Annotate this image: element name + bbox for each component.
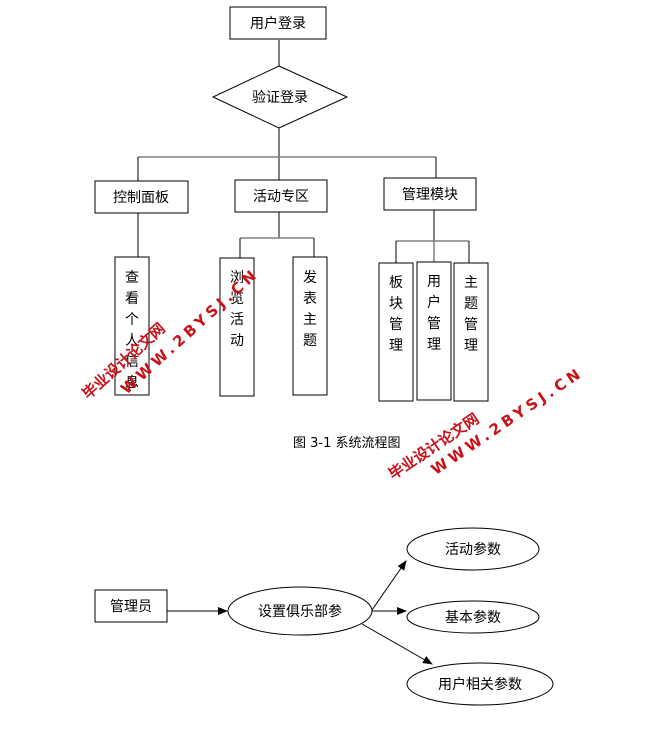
module-label: 管理模块	[402, 187, 458, 203]
actor-node-admin[interactable]: 管理员	[94, 589, 168, 623]
label-char: 理	[464, 338, 478, 354]
label-char: 活	[230, 312, 244, 328]
module-node-management[interactable]: 管理模块	[383, 177, 477, 211]
child-node-board-management[interactable]: 板块管理	[378, 262, 414, 402]
label-char: 看	[125, 291, 139, 307]
child-node-label: 发表主题	[303, 270, 317, 349]
process-label: 设置俱乐部参	[258, 603, 342, 620]
watermark-url-text: WWW.2BYSJ.CN	[428, 363, 587, 478]
output-node-activity-params[interactable]: 活动参数	[406, 527, 540, 571]
label-char: 个	[125, 312, 139, 328]
figure-caption: 图 3-1 系统流程图	[293, 436, 401, 451]
child-node-label: 主题管理	[464, 275, 478, 354]
child-node-view-profile[interactable]: 查看个人信息	[114, 256, 150, 396]
child-node-label: 浏览活动	[230, 270, 244, 349]
label-char: 主	[303, 312, 317, 328]
label-char: 人	[125, 333, 139, 349]
label-char: 管	[389, 317, 403, 333]
output-node-basic-params[interactable]: 基本参数	[406, 600, 540, 634]
child-node-user-management[interactable]: 用户管理	[416, 261, 452, 401]
child-node-label: 查看个人信息	[125, 270, 139, 391]
label-char: 管	[464, 317, 478, 333]
output-node-user-params[interactable]: 用户相关参数	[406, 662, 554, 706]
child-node-browse-activities[interactable]: 浏览活动	[219, 257, 255, 397]
label-char: 理	[389, 338, 403, 354]
module-node-control-panel[interactable]: 控制面板	[94, 180, 189, 214]
arrow-to-user-params	[361, 623, 433, 665]
flowchart: 用户登录 验证登录 控制面板 活动专区 管理模块 查看个人信息	[94, 6, 489, 451]
label-char: 题	[464, 296, 478, 312]
child-node-label: 用户管理	[427, 274, 441, 353]
label-char: 理	[427, 337, 441, 353]
label-char: 管	[427, 316, 441, 332]
module-node-activity-zone[interactable]: 活动专区	[234, 179, 328, 213]
output-label: 基本参数	[445, 609, 501, 626]
process-node-club-settings[interactable]: 设置俱乐部参	[227, 586, 373, 636]
label-char: 块	[389, 296, 403, 312]
label-char: 用	[427, 274, 441, 290]
decision-node[interactable]: 验证登录	[211, 65, 349, 129]
label-char: 户	[427, 294, 441, 311]
label-char: 浏	[230, 270, 244, 286]
output-label: 用户相关参数	[438, 676, 522, 693]
label-char: 息	[125, 374, 139, 391]
root-node-label: 用户登录	[250, 15, 306, 32]
child-node-label: 板块管理	[389, 275, 403, 354]
admin-diagram: 管理员 设置俱乐部参 活动参数 基本参数 用户相关参数	[94, 527, 554, 706]
arrow-to-activity-params	[371, 560, 407, 611]
root-node[interactable]: 用户登录	[229, 6, 327, 40]
decision-node-label: 验证登录	[252, 90, 308, 106]
module-label: 活动专区	[253, 189, 309, 205]
label-char: 主	[464, 275, 478, 291]
label-char: 览	[230, 291, 244, 307]
label-char: 题	[303, 333, 317, 349]
output-label: 活动参数	[445, 541, 501, 558]
child-node-post-topic[interactable]: 发表主题	[292, 256, 328, 396]
label-char: 表	[303, 291, 317, 307]
label-char: 板	[389, 275, 403, 291]
actor-label: 管理员	[110, 599, 152, 615]
label-char: 发	[303, 270, 317, 286]
module-label: 控制面板	[113, 190, 169, 206]
label-char: 查	[125, 270, 139, 286]
child-node-topic-management[interactable]: 主题管理	[453, 262, 489, 402]
label-char: 动	[230, 333, 244, 349]
label-char: 信	[125, 354, 139, 370]
